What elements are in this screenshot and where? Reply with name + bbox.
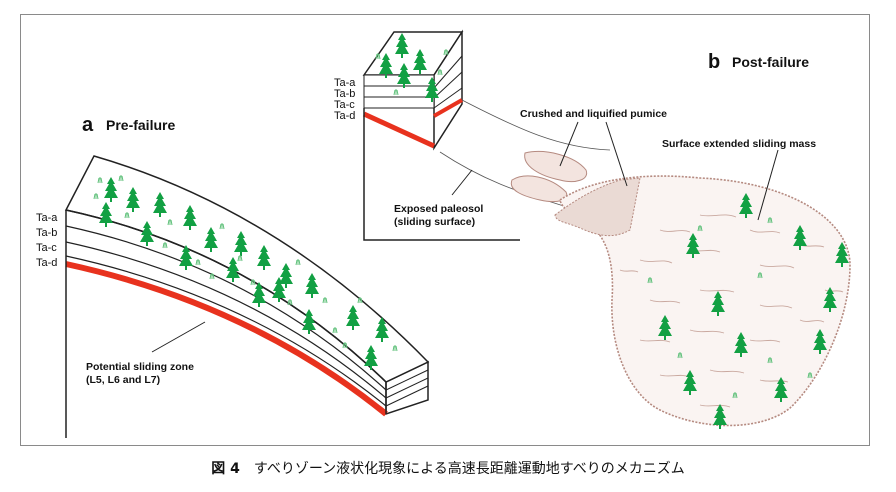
panel-a-title: Pre-failure: [106, 117, 175, 133]
panel-a-block: [64, 155, 430, 438]
panel-b-scarp: [362, 29, 611, 241]
panel-a-layer-2: Ta-b: [36, 227, 57, 239]
surface-mass-label: Surface extended sliding mass: [662, 138, 816, 150]
panel-a-annotation-line1: Potential sliding zone: [86, 361, 194, 373]
figure-caption: 図 4 すべりゾーン液状化現象による高速長距離運動地すべりのメカニズム: [0, 458, 896, 478]
panel-a-letter: a: [82, 114, 94, 136]
panel-b-letter: b: [708, 51, 720, 73]
panel-a-annotation-leader: [151, 321, 206, 353]
extended-sliding-mass: [554, 175, 851, 427]
panel-b-layer-4: Ta-d: [334, 110, 355, 122]
panel-b-layer-3: Ta-c: [334, 99, 355, 111]
panel-b-layer-1: Ta-a: [334, 77, 356, 89]
panel-a-layer-3: Ta-c: [36, 242, 57, 254]
panel-a-layer-1: Ta-a: [36, 212, 58, 224]
crushed-pumice-zone: [510, 151, 588, 203]
figure-frame: [20, 14, 870, 446]
paleosol-label-line1: Exposed paleosol: [394, 203, 483, 215]
panel-b-title: Post-failure: [732, 54, 809, 70]
figure-caption-text: すべりゾーン液状化現象による高速長距離運動地すべりのメカニズム: [253, 461, 685, 477]
panel-a-layer-4: Ta-d: [36, 257, 57, 269]
panel-a-annotation-line2: (L5, L6 and L7): [86, 374, 160, 386]
panel-b-layer-2: Ta-b: [334, 88, 355, 100]
crushed-pumice-label: Crushed and liquified pumice: [520, 108, 667, 120]
figure-number: 図 4: [211, 461, 240, 477]
panel-b-leaders: [451, 121, 779, 221]
paleosol-label-line2: (sliding surface): [394, 216, 475, 228]
